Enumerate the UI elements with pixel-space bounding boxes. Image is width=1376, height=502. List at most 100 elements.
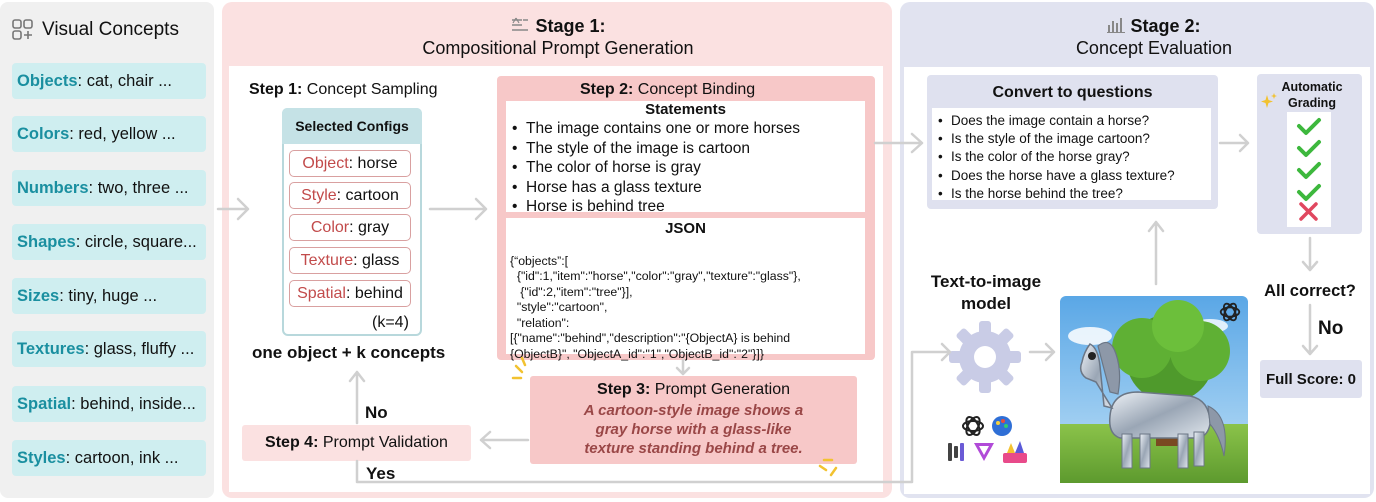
questions-list-box: Does the image contain a horse? Is the s… (932, 108, 1211, 203)
arrow-sampling-to-binding (428, 197, 488, 221)
check-icon (1297, 184, 1321, 201)
arrow-concepts-to-sampling (216, 197, 250, 221)
arrow-questions-to-grading (1218, 133, 1250, 153)
generated-horse-image (1060, 296, 1248, 483)
openai-logo-icon (962, 415, 984, 437)
concept-item-colors: Colors: red, yellow ... (12, 116, 206, 152)
arrow-validation-no-loop (348, 370, 366, 425)
t2i-label-line: Text-to-image (930, 272, 1042, 291)
concept-item-numbers: Numbers: two, three ... (12, 170, 206, 206)
triangle-logo-icon (974, 443, 994, 461)
concept-item-spatial: Spatial: behind, inside... (12, 386, 206, 422)
art-logo-icon (1003, 441, 1027, 463)
text-align-icon (512, 17, 529, 31)
check-icon (1297, 162, 1321, 179)
highlight-rays (511, 356, 838, 477)
json-line: [{"name":"behind","description":"{Object… (510, 331, 791, 345)
step1-label: Step 1: Concept Sampling (249, 81, 438, 98)
visual-concepts-title: Visual Concepts (12, 18, 179, 42)
prompt-generation-box: Step 3: Prompt Generation A cartoon-styl… (530, 376, 857, 464)
json-box: JSON {“objects”:[ {"id":1,"item":"horse"… (506, 218, 865, 361)
statements-box: Statements The image contains one or mor… (506, 101, 865, 216)
all-correct-no-label: No (1318, 318, 1344, 339)
validation-yes-label: Yes (366, 464, 396, 483)
grid-plus-icon (12, 19, 33, 40)
statements-list: The image contains one or more horses Th… (510, 119, 865, 217)
palette-logo-icon (992, 416, 1012, 436)
step3-label: Step 3: Prompt Generation (597, 381, 790, 398)
concept-item-objects: Objects: cat, chair ... (12, 63, 206, 99)
json-line: {“objects”:[ (510, 253, 569, 268)
concept-item-styles: Styles: cartoon, ink ... (12, 440, 206, 476)
json-line: "style":"cartoon", (510, 300, 608, 314)
sampling-caption: one object + k concepts (252, 343, 446, 362)
statement-item: The style of the image is cartoon (510, 139, 865, 159)
question-item: Does the image contain a horse? (932, 112, 1211, 130)
statement-item: Horse has a glass texture (510, 178, 865, 198)
config-style: Style: cartoon (289, 182, 411, 209)
selected-configs-header: Selected Configs (282, 108, 422, 144)
automatic-grading-title: Automatic Grading (1262, 79, 1362, 111)
arrow-check-to-score (1301, 303, 1319, 356)
k-note: (k=4) (372, 314, 409, 331)
generated-prompt: A cartoon-style image shows a gray horse… (530, 401, 857, 458)
sparkle-icon (1261, 93, 1277, 108)
question-item: Does the horse have a glass texture? (932, 167, 1211, 185)
concept-item-textures: Textures: glass, fluffy ... (12, 331, 206, 367)
check-icon (1297, 118, 1321, 135)
concept-item-shapes: Shapes: circle, square... (12, 224, 206, 260)
stage2-title: Stage 2: Concept Evaluation (1025, 15, 1283, 59)
question-item: Is the color of the horse gray? (932, 148, 1211, 166)
questions-list: Does the image contain a horse? Is the s… (932, 112, 1211, 203)
arrow-binding-to-generation (675, 358, 691, 376)
convert-questions-title: Convert to questions (992, 84, 1153, 101)
statement-item: Horse is behind tree (510, 197, 865, 217)
full-score-box: Full Score: 0 (1260, 360, 1362, 398)
arrow-model-to-image (1028, 342, 1056, 362)
bar-chart-icon (1107, 18, 1126, 33)
stage1-subtitle: Compositional Prompt Generation (422, 38, 694, 58)
gear-icon (949, 321, 1021, 393)
arrow-grading-to-check (1301, 236, 1319, 272)
config-color: Color: gray (289, 214, 411, 241)
arrow-binding-to-questions (873, 132, 924, 154)
arrow-yes-to-model (355, 342, 952, 484)
arrow-image-to-questions (1147, 220, 1165, 286)
validation-no-label: No (365, 403, 388, 422)
openai-watermark-icon (1219, 302, 1241, 322)
config-object: Object: horse (289, 150, 411, 177)
json-code: {“objects”:[ {"id":1,"item":"horse","col… (510, 238, 865, 393)
t2i-model-label: Text-to-image model (918, 271, 1054, 315)
stage1-title: Stage 1: Compositional Prompt Generation (380, 15, 736, 59)
cross-icon (1299, 202, 1318, 221)
prompt-validation-box: Step 4: Prompt Validation (242, 425, 471, 461)
question-item: Is the style of the image cartoon? (932, 130, 1211, 148)
grading-title-line: Automatic (1281, 80, 1343, 94)
prompt-line: gray horse with a glass-like (595, 421, 792, 438)
prompt-line: texture standing behind a tree. (584, 440, 803, 457)
json-line: {ObjectB}", "ObjectA_id":"1","ObjectB_id… (510, 346, 764, 361)
concept-item-sizes: Sizes: tiny, huge ... (12, 278, 206, 314)
statement-item: The image contains one or more horses (510, 119, 865, 139)
config-texture: Texture: glass (289, 247, 411, 274)
check-icon (1297, 140, 1321, 157)
statements-title: Statements (645, 101, 726, 118)
arrow-generation-to-validation (479, 430, 530, 450)
question-item: Is the horse behind the tree? (932, 185, 1211, 203)
json-line: {"id":1,"item":"horse","color":"gray","t… (510, 269, 801, 283)
json-line: "relation": (510, 315, 570, 330)
json-title: JSON (665, 220, 706, 237)
grade-marks (1297, 118, 1321, 221)
stage2-subtitle: Concept Evaluation (1075, 38, 1233, 58)
horse-figure (1079, 341, 1226, 469)
all-correct-label: All correct? (1264, 282, 1356, 300)
grading-title-line: Grading (1288, 96, 1336, 110)
step2-label: Step 2: Concept Binding (580, 81, 756, 98)
config-spatial: Spatial: behind (289, 280, 411, 307)
prompt-line: A cartoon-style image shows a (583, 402, 804, 419)
statement-item: The color of horse is gray (510, 158, 865, 178)
json-line: {"id":2,"item":"tree"}], (510, 284, 633, 299)
stability-logo-icon (948, 443, 964, 461)
grading-results (1287, 112, 1331, 227)
